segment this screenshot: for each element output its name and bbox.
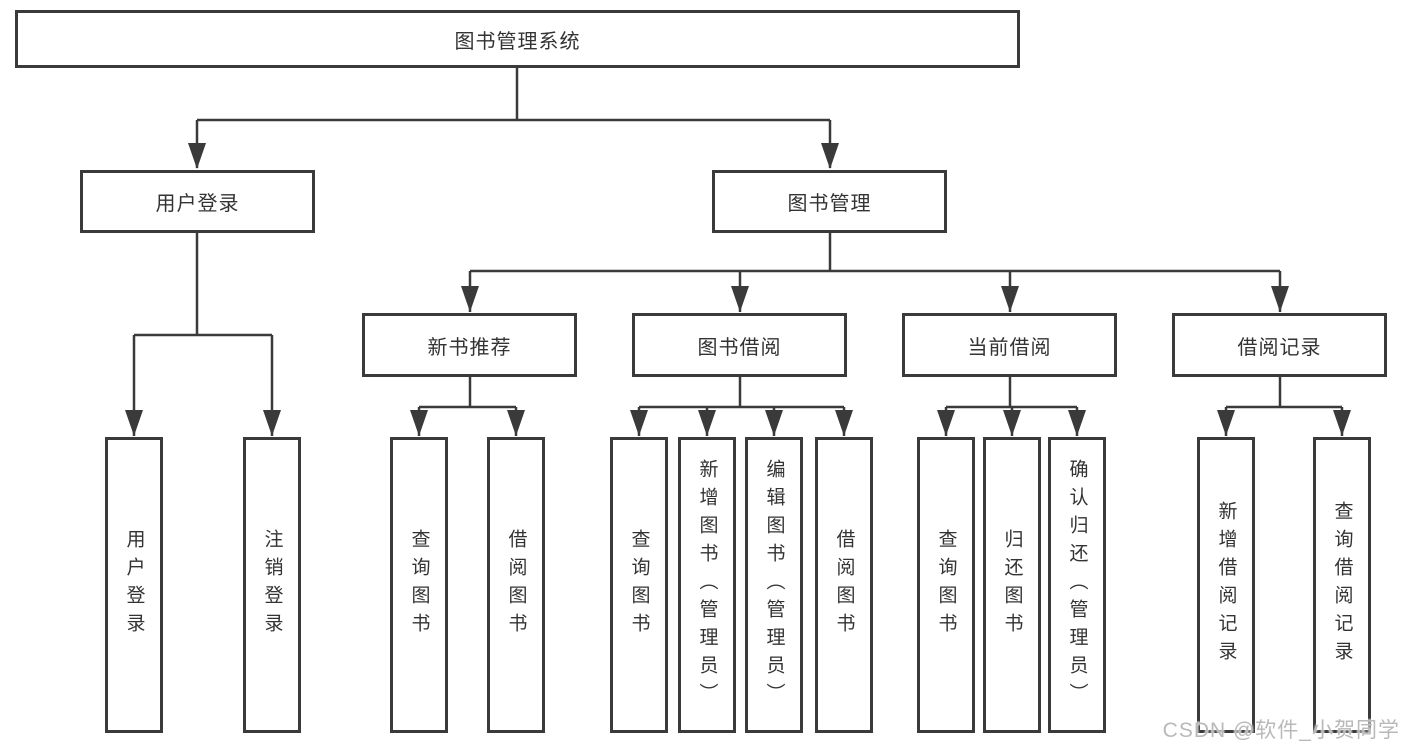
leaf-logout-label: 注销登录 (261, 529, 283, 641)
leaf-user-login: 用户登录 (105, 437, 163, 733)
node-current-borrow: 当前借阅 (902, 313, 1117, 377)
leaf-nbr-borrow-book-label: 借阅图书 (505, 529, 527, 641)
leaf-br-query-record-label: 查询借阅记录 (1331, 501, 1353, 669)
leaf-bb-edit-book-label: 编辑图书（管理员） (763, 459, 785, 711)
leaf-br-add-record: 新增借阅记录 (1197, 437, 1255, 733)
leaf-bb-add-book: 新增图书（管理员） (678, 437, 736, 733)
node-book-management-label: 图书管理 (787, 193, 872, 215)
leaf-bb-edit-book: 编辑图书（管理员） (745, 437, 803, 733)
node-root: 图书管理系统 (15, 10, 1020, 68)
leaf-nbr-query-book: 查询图书 (390, 437, 448, 733)
leaf-nbr-query-book-label: 查询图书 (408, 529, 430, 641)
leaf-cb-return-book-label: 归还图书 (1001, 529, 1023, 641)
leaf-cb-confirm-return: 确认归还（管理员） (1048, 437, 1106, 733)
node-borrow-record: 借阅记录 (1172, 313, 1387, 377)
leaf-br-add-record-label: 新增借阅记录 (1215, 501, 1237, 669)
leaf-cb-confirm-return-label: 确认归还（管理员） (1066, 459, 1088, 711)
leaf-br-query-record: 查询借阅记录 (1313, 437, 1371, 733)
leaf-cb-query-book: 查询图书 (917, 437, 975, 733)
leaf-cb-query-book-label: 查询图书 (935, 529, 957, 641)
leaf-nbr-borrow-book: 借阅图书 (487, 437, 545, 733)
node-new-book-recommend-label: 新书推荐 (427, 336, 512, 359)
leaf-bb-borrow-book-label: 借阅图书 (833, 529, 855, 641)
csdn-watermark: CSDN @软件_小贺同学 (1162, 719, 1400, 742)
node-new-book-recommend: 新书推荐 (362, 313, 577, 377)
leaf-cb-return-book: 归还图书 (983, 437, 1041, 733)
node-root-label: 图书管理系统 (454, 30, 581, 53)
node-book-borrow: 图书借阅 (632, 313, 847, 377)
node-book-borrow-label: 图书借阅 (697, 336, 782, 359)
node-user-login: 用户登录 (80, 170, 315, 233)
node-current-borrow-label: 当前借阅 (967, 336, 1052, 359)
node-user-login-label: 用户登录 (155, 193, 240, 215)
node-book-management: 图书管理 (712, 170, 947, 233)
leaf-bb-query-book: 查询图书 (610, 437, 668, 733)
leaf-logout: 注销登录 (243, 437, 301, 733)
leaf-bb-query-book-label: 查询图书 (628, 529, 650, 641)
leaf-bb-borrow-book: 借阅图书 (815, 437, 873, 733)
leaf-user-login-label: 用户登录 (123, 529, 145, 641)
tree-edges (132, 68, 1344, 436)
node-borrow-record-label: 借阅记录 (1237, 336, 1322, 359)
leaf-bb-add-book-label: 新增图书（管理员） (696, 459, 718, 711)
